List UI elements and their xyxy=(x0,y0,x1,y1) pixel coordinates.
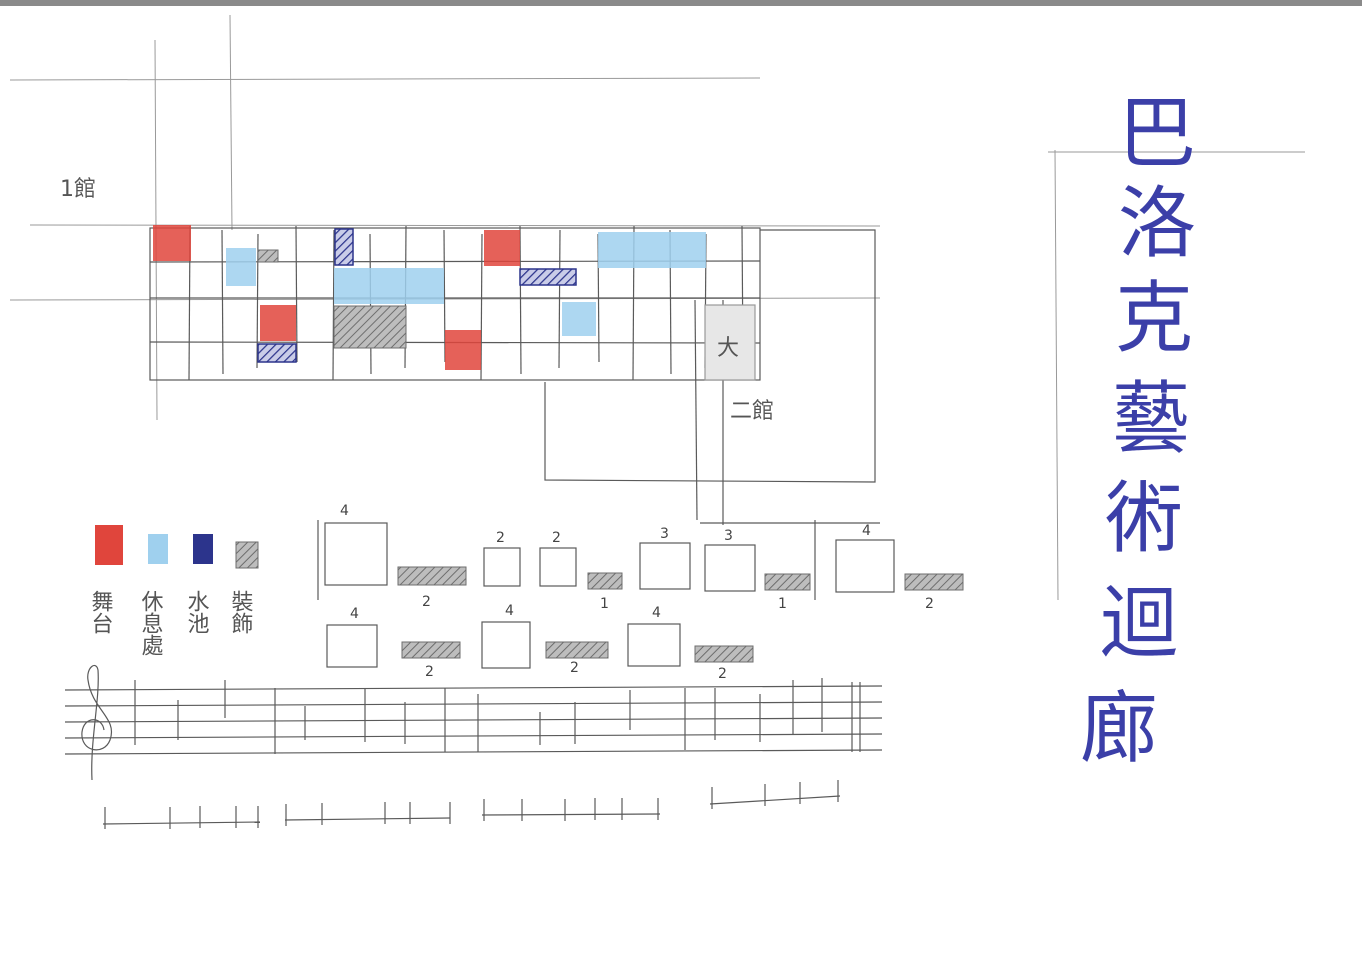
square-size-label: 2 xyxy=(496,530,505,546)
title-char: 廊 xyxy=(1080,684,1158,774)
pool-block xyxy=(519,268,577,286)
hall-one-label: 1館 xyxy=(60,177,96,202)
music-staff xyxy=(64,665,883,781)
decor-block xyxy=(257,249,279,263)
square-size-label: 4 xyxy=(505,603,514,619)
stage-block xyxy=(260,305,296,341)
rest-area xyxy=(334,268,444,304)
hall-two-outline xyxy=(544,229,880,525)
decor-block xyxy=(333,305,407,349)
legend-swatch-pool xyxy=(193,534,213,564)
stage-block xyxy=(484,230,520,266)
bar-length-label: 2 xyxy=(925,596,934,612)
rest-area xyxy=(562,302,596,336)
stage-block xyxy=(153,225,191,261)
timeline-ticks xyxy=(102,780,841,829)
bar-length-label: 2 xyxy=(425,664,434,680)
rhythm-row-2: 4 4 4 2 2 2 xyxy=(326,603,754,682)
title-char: 巴 xyxy=(1118,89,1196,179)
square-size-label: 4 xyxy=(350,606,359,622)
legend: 舞台 休息處 水池 裝飾 xyxy=(88,525,259,656)
bar-length-label: 1 xyxy=(778,596,787,612)
paper-top-edge xyxy=(0,0,1362,6)
bar-length-label: 2 xyxy=(718,666,727,682)
treble-clef-icon xyxy=(81,665,113,781)
square-size-label: 2 xyxy=(552,530,561,546)
square-size-label: 4 xyxy=(340,503,349,519)
square-size-label: 4 xyxy=(652,605,661,621)
title-char: 藝 xyxy=(1112,374,1190,464)
bar-length-label: 2 xyxy=(422,594,431,610)
pool-block xyxy=(257,343,297,363)
title-char: 迴 xyxy=(1100,579,1178,669)
rest-area xyxy=(226,248,256,286)
rhythm-row-1: 4 2 2 3 3 4 2 1 1 2 xyxy=(317,503,964,612)
bar-length-label: 1 xyxy=(600,596,609,612)
rest-area xyxy=(598,232,706,268)
legend-swatch-stage xyxy=(95,525,123,565)
pool-block xyxy=(334,228,354,266)
floor-plan-outline xyxy=(149,227,761,381)
square-size-label: 3 xyxy=(660,526,669,542)
bar-length-label: 2 xyxy=(570,660,579,676)
legend-swatch-decor xyxy=(235,541,259,569)
square-size-label: 3 xyxy=(724,528,733,544)
legend-label-decor: 裝飾 xyxy=(228,590,254,634)
small-building-label: 大 xyxy=(717,336,739,361)
title-char: 克 xyxy=(1115,274,1193,364)
hall-two-label: 二館 xyxy=(730,399,774,424)
legend-label-stage: 舞台 xyxy=(88,590,114,634)
floor-plan xyxy=(149,225,761,381)
square-size-label: 4 xyxy=(862,523,871,539)
title-char: 洛 xyxy=(1118,179,1196,269)
title-char: 術 xyxy=(1105,474,1183,564)
stage-block xyxy=(445,330,481,370)
legend-swatch-rest xyxy=(148,534,168,564)
title-panel: 巴 洛 克 藝 術 迴 廊 xyxy=(1048,89,1305,774)
legend-label-rest: 休息處 xyxy=(138,590,164,656)
legend-label-pool: 水池 xyxy=(184,590,210,634)
